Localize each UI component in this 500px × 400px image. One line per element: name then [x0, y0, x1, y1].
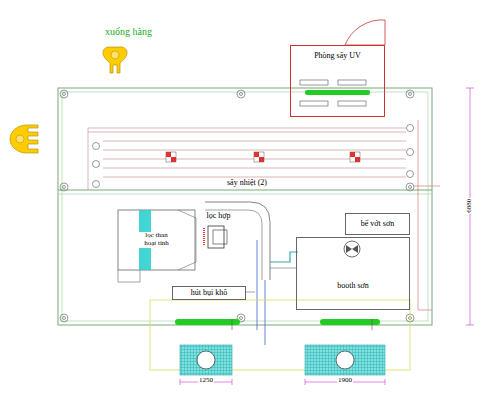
- dimension-label: 1900: [337, 377, 353, 385]
- uv-room: Phòng sấy UV: [290, 45, 385, 117]
- paint-booth-box: booth sơn: [296, 237, 410, 310]
- heat-dryer-band: sấy nhiệt (2): [88, 136, 406, 188]
- node-label: Phòng sấy UV: [313, 52, 362, 61]
- unloading-label: xuống hàng: [104, 26, 153, 37]
- box-filter: lọc hợp: [196, 205, 241, 227]
- dust-collector-box: hút bụi khô: [172, 286, 246, 300]
- node-label: booth sơn: [336, 282, 370, 291]
- node-label: bể vớt sơn: [360, 220, 395, 229]
- dimension-label: 1250: [198, 377, 214, 385]
- node-label: hút bụi khô: [190, 289, 228, 298]
- node-label: sấy nhiệt (2): [226, 179, 268, 188]
- node-label: lọc than hoạt tính: [139, 232, 175, 247]
- carbon-filter-box: lọc than hoạt tính: [118, 210, 195, 270]
- dimension-label: 6880: [466, 198, 474, 214]
- sludge-tank-box: bể vớt sơn: [345, 213, 410, 235]
- node-label: lọc hợp: [205, 212, 231, 221]
